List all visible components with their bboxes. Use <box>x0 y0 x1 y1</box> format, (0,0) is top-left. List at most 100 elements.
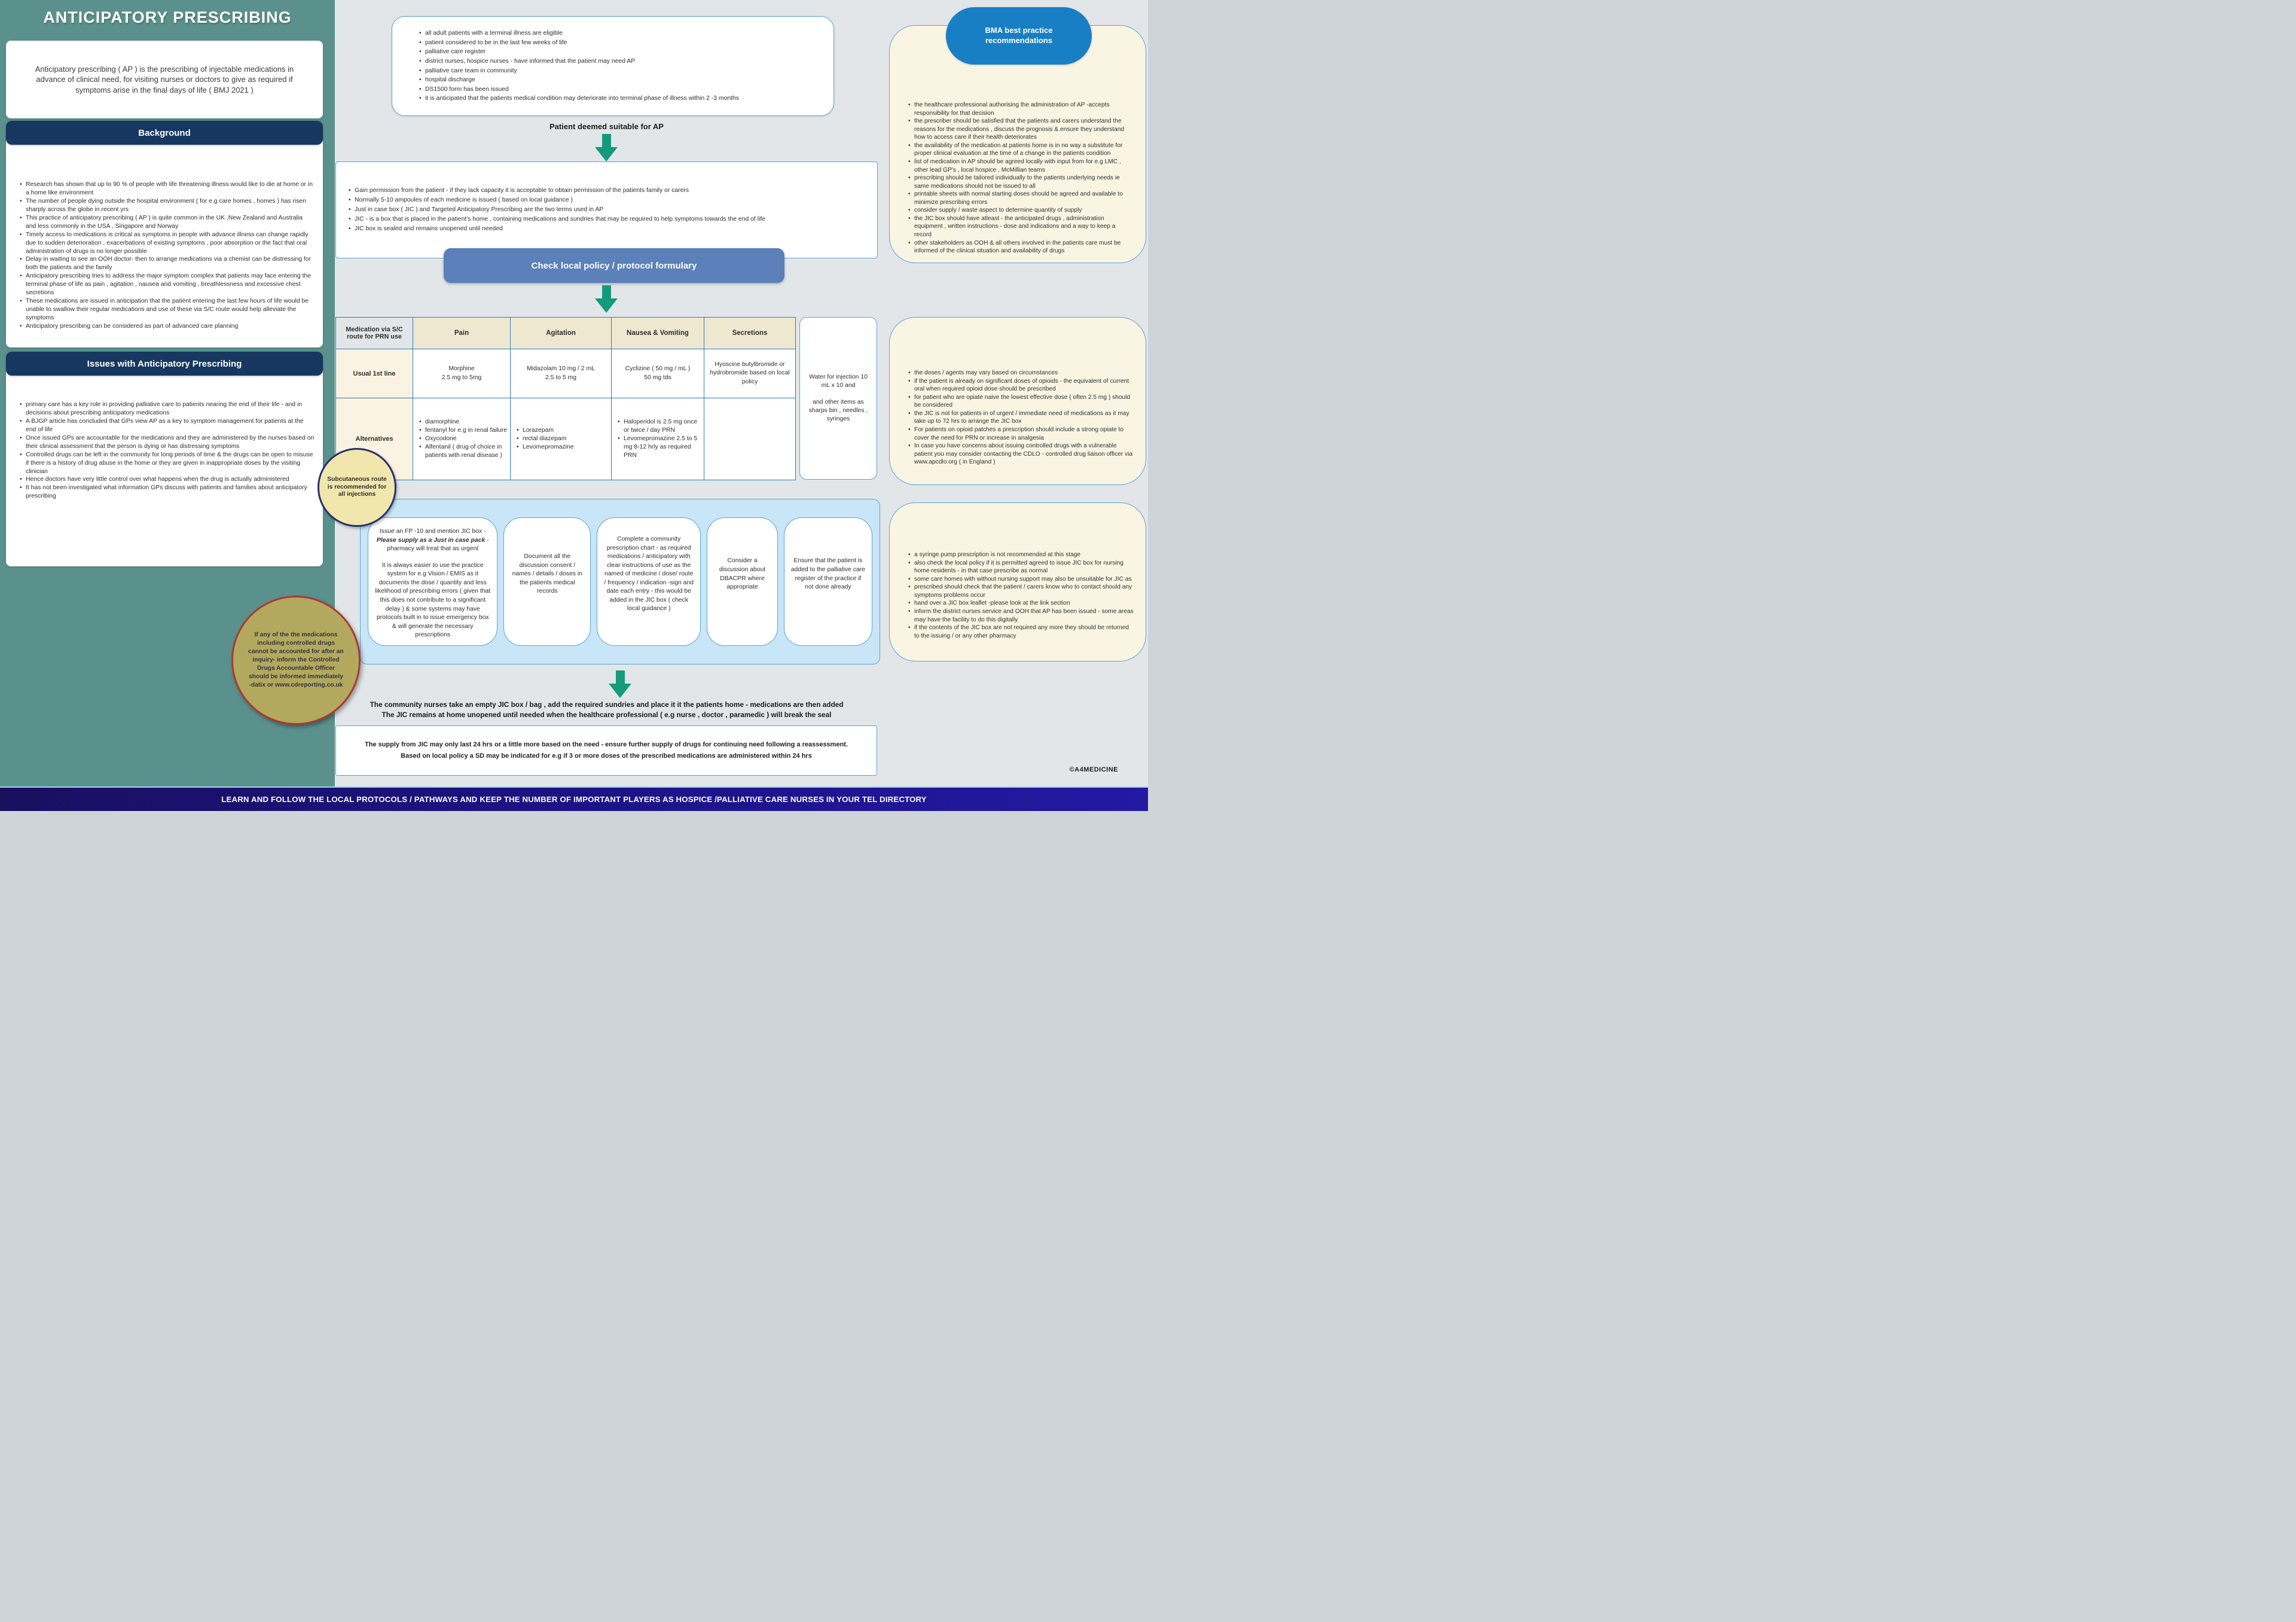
process-band: Issue an FP -10 and mention JIC box - Pl… <box>360 499 880 664</box>
background-section-header: Background <box>6 121 323 145</box>
row-label-usual-1st-line: Usual 1st line <box>336 349 413 398</box>
list-item: 2.5 to 5 mg <box>545 374 576 381</box>
eligibility-card: all adult patients with a terminal illne… <box>392 16 834 116</box>
list-item: The number of people dying outside the h… <box>19 197 313 214</box>
anticipatory-prescribing-poster: ANTICIPATORY PRESCRIBING Anticipatory pr… <box>0 0 1148 811</box>
column-header-agitation: Agitation <box>511 318 612 349</box>
list-item: In case you have concerns about issuing … <box>908 442 1134 467</box>
list-item: Delay in waiting to see an OOH doctor- t… <box>19 255 313 272</box>
issues-card: primary care has a key role in providing… <box>6 365 323 566</box>
list-item: Timely access to medications is critical… <box>19 231 313 256</box>
list-item: the JIC is not for patients in of urgent… <box>908 410 1134 426</box>
bma-pill-header: BMA best practice recommendations <box>946 7 1092 65</box>
list-item: the JIC box should have atleast - the an… <box>908 215 1134 239</box>
list-item: patient considered to be in the last few… <box>419 38 822 48</box>
down-arrow-icon <box>594 134 618 161</box>
cell-secretions-alternatives <box>704 398 796 480</box>
list-item: district nurses, hospice nurses - have i… <box>419 57 822 66</box>
list-item: Once issued GPs are accountable for the … <box>19 434 315 451</box>
list-item: Anticipatory prescribing tries to addres… <box>19 272 313 297</box>
list-item: DS1500 form has been issued <box>419 85 822 94</box>
list-item: 50 mg tds <box>644 374 671 381</box>
list-item: It has not been investigated what inform… <box>19 484 315 501</box>
list-item: diamorphine <box>419 418 459 426</box>
list-item: Oxycodone <box>419 435 457 443</box>
list-item: other stakeholders as OOH & all others i… <box>908 239 1134 255</box>
deemed-suitable-label: Patient deemed suitable for AP <box>549 122 664 131</box>
table-corner-header: Medication via S/C route for PRN use <box>336 318 413 349</box>
list-item: 2.5 mg to 5mg <box>441 374 482 381</box>
list-item: palliative care register <box>419 47 822 57</box>
list-item: Morphine <box>448 365 475 373</box>
list-item: primary care has a key role in providing… <box>19 401 315 417</box>
list-item: JIC - is a box that is placed in the pat… <box>348 215 869 224</box>
check-local-policy-banner: Check local policy / protocol formulary <box>444 248 784 283</box>
list-item: Research has shown that up to 90 % of pe… <box>19 181 313 197</box>
jic-pack-emphasis: Please supply as a Just in case pack <box>376 536 486 544</box>
column-header-pain: Pain <box>413 318 511 349</box>
column-header-secretions: Secretions <box>704 318 796 349</box>
subcutaneous-route-badge: Subcutaneous route is recommended for al… <box>317 448 396 527</box>
step-document-discussion: Document all the discussion consent / na… <box>503 517 591 646</box>
list-item: also check the local policy if it is per… <box>908 559 1134 575</box>
list-item: For patients on opioid patches a prescri… <box>908 426 1134 442</box>
footer-banner: LEARN AND FOLLOW THE LOCAL PROTOCOLS / P… <box>0 786 1148 811</box>
water-line-1: Water for injection 10 mL x 10 and <box>809 373 868 389</box>
community-nurses-note: The community nurses take an empty JIC b… <box>370 700 844 719</box>
step-dbacpr-discussion: Consider a discussion about DBACPR where… <box>707 517 778 646</box>
list-item: it is anticipated that the patients medi… <box>419 94 822 103</box>
cell-agitation-alternatives: Lorazepamrectal diazepamLevomepromazine <box>511 398 612 480</box>
cell-nausea-alternatives: Haloperidol is 2.5 mg once or twice / da… <box>612 398 704 480</box>
list-item: prescribing should be tailored individua… <box>908 174 1134 190</box>
list-item: fentanyl for e.g in renal failure <box>419 426 507 435</box>
list-item: These medications are issued in anticipa… <box>19 297 313 322</box>
list-item: a syringe pump prescription is not recom… <box>908 551 1134 559</box>
list-item: Cyclizine ( 50 mg / mL ) <box>625 365 691 373</box>
list-item: the prescriber should be satisfied that … <box>908 117 1134 142</box>
issues-section-header: Issues with Anticipatory Prescribing <box>6 352 323 376</box>
syringe-pump-guidance-card: a syringe pump prescription is not recom… <box>889 502 1146 661</box>
list-item: Hence doctors have very little control o… <box>19 475 315 484</box>
bma-recommendations-card: the healthcare professional authorising … <box>889 25 1146 263</box>
list-item: Levomepromazine 2.5 to 5 mg 8-12 hrly as… <box>618 435 701 460</box>
list-item: palliative care team in community <box>419 66 822 76</box>
list-item: rectal diazepam <box>517 435 566 443</box>
list-item: Anticipatory prescribing can be consider… <box>19 322 313 331</box>
intro-text: Anticipatory prescribing ( AP ) is the p… <box>35 64 294 94</box>
list-item: hospital discharge <box>419 75 822 85</box>
list-item: if the patient is already on significant… <box>908 377 1134 394</box>
list-item: for patient who are opiate naive the low… <box>908 394 1134 410</box>
list-item: Controlled drugs can be left in the comm… <box>19 451 315 476</box>
list-item: printable sheets with normal starting do… <box>908 190 1134 206</box>
water-for-injection-card: Water for injection 10 mL x 10 and and o… <box>799 317 877 480</box>
page-title: ANTICIPATORY PRESCRIBING <box>43 8 292 26</box>
list-item: This practice of anticipatory prescribin… <box>19 214 313 231</box>
list-item: prescribed should check that the patient… <box>908 583 1134 599</box>
step-palliative-register: Ensure that the patient is added to the … <box>783 517 872 646</box>
list-item: list of medication in AP should be agree… <box>908 158 1134 174</box>
water-line-2: and other items as sharps bin , needles … <box>808 398 868 423</box>
list-item: Midazolam 10 mg / 2 mL <box>527 365 595 373</box>
list-item: JIC box is sealed and remains unopened u… <box>348 224 869 234</box>
copyright-label: ©A4MEDICINE <box>1069 766 1118 773</box>
list-item: Alfentanil ( drug of choice in patients … <box>419 443 508 460</box>
list-item: Normally 5-10 ampoules of each medicine … <box>348 196 869 205</box>
background-card: Research has shown that up to 90 % of pe… <box>6 133 323 347</box>
medication-table: Medication via S/C route for PRN use Pai… <box>335 317 796 480</box>
list-item: A BJGP article has concluded that GPs vi… <box>19 417 315 434</box>
down-arrow-icon <box>594 285 618 313</box>
list-item: some care homes with without nursing sup… <box>908 575 1134 584</box>
list-item: Hyoscine butylbromide or hydrobromide ba… <box>710 361 790 385</box>
permission-card: Gain permission from the patient - if th… <box>335 161 878 258</box>
list-item: inform the district nurses service and O… <box>908 608 1134 624</box>
step-issue-fp10: Issue an FP -10 and mention JIC box - Pl… <box>368 517 498 646</box>
list-item: the doses / agents may vary based on cir… <box>908 369 1134 377</box>
list-item: hand over a JIC box leaflet -please look… <box>908 599 1134 608</box>
list-item: if the contents of the JIC box are not r… <box>908 624 1134 640</box>
doses-guidance-card: the doses / agents may vary based on cir… <box>889 317 1146 485</box>
list-item: Haloperidol is 2.5 mg once or twice / da… <box>618 418 701 435</box>
cell-pain-alternatives: diamorphinefentanyl for e.g in renal fai… <box>413 398 511 480</box>
controlled-drugs-warning-badge: If any of the the medications including … <box>231 596 361 725</box>
